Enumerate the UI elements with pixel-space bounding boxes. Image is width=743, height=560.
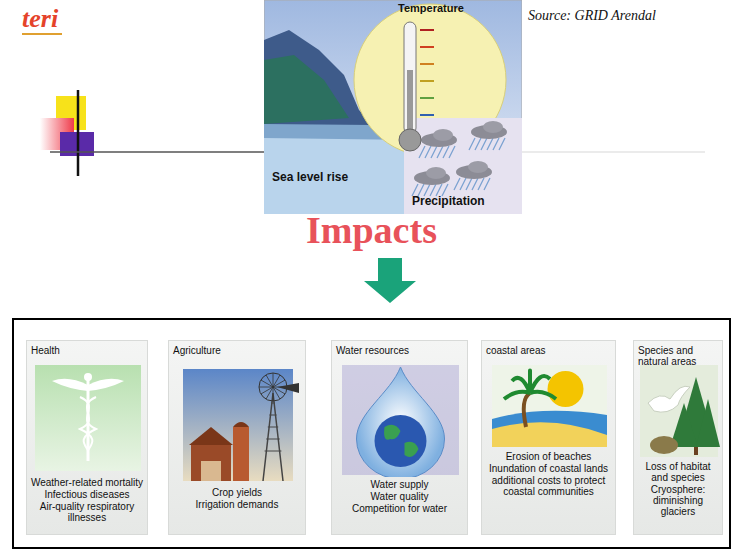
climate-illustration: TemperatureSea level risePrecipitation <box>264 0 522 214</box>
impact-item: Infectious diseases <box>30 489 144 500</box>
impact-item: Crop yields <box>172 487 302 498</box>
panel-body: Water supplyWater qualityCompetition for… <box>335 479 464 515</box>
impact-item: Inundation of coastal lands <box>485 463 612 474</box>
panel-illustration <box>27 363 149 475</box>
logo-text: teri <box>22 4 58 34</box>
panel-body: Crop yieldsIrrigation demands <box>172 487 302 511</box>
impact-item: Cryosphere: diminishing glaciers <box>637 484 719 517</box>
panel-heading: Agriculture <box>173 345 301 356</box>
block-arrow <box>364 258 416 303</box>
picture-label: Precipitation <box>412 194 485 208</box>
impact-item: Competition for water <box>335 503 464 514</box>
panel-body: Erosion of beachesInundation of coastal … <box>485 451 612 498</box>
panel-illustration <box>482 363 617 449</box>
impact-item: Water supply <box>335 479 464 490</box>
panel-body: Loss of habitat and speciesCryosphere: d… <box>637 461 719 518</box>
picture-label: Sea level rise <box>272 170 348 184</box>
panel-heading: Health <box>31 345 143 356</box>
impact-item: Loss of habitat and species <box>637 461 719 483</box>
panel-body: Weather-related mortalityInfectious dise… <box>30 477 144 524</box>
panel-illustration <box>169 363 307 485</box>
impact-item: additional costs to protect coastal comm… <box>485 475 612 497</box>
impact-item: Air-quality respiratory illnesses <box>30 501 144 523</box>
logo-underline <box>22 33 62 35</box>
impact-panel: coastal areasErosion of beachesInundatio… <box>481 340 616 535</box>
impact-panel: Species and natural areasLoss of habitat… <box>633 340 723 535</box>
panel-illustration <box>634 363 724 459</box>
impact-item: Erosion of beaches <box>485 451 612 462</box>
divider-line <box>77 90 80 176</box>
picture-title: Temperature <box>398 2 464 14</box>
panel-illustration <box>332 363 469 477</box>
source-note: Source: GRID Arendal <box>528 8 656 24</box>
impact-panel: HealthWeather-related mortalityInfectiou… <box>26 340 148 535</box>
heading: Impacts <box>0 208 743 252</box>
panel-heading: Species and natural areas <box>638 345 718 367</box>
panel-heading: Water resources <box>336 345 463 356</box>
impact-panel: AgricultureCrop yieldsIrrigation demands <box>168 340 306 535</box>
divider-line <box>50 151 266 153</box>
impact-item: Irrigation demands <box>172 499 302 510</box>
panel-heading: coastal areas <box>486 345 611 356</box>
divider-line <box>522 151 705 153</box>
impact-item: Water quality <box>335 491 464 502</box>
impact-panel: Water resourcesWater supplyWater quality… <box>331 340 468 535</box>
impact-item: Weather-related mortality <box>30 477 144 488</box>
